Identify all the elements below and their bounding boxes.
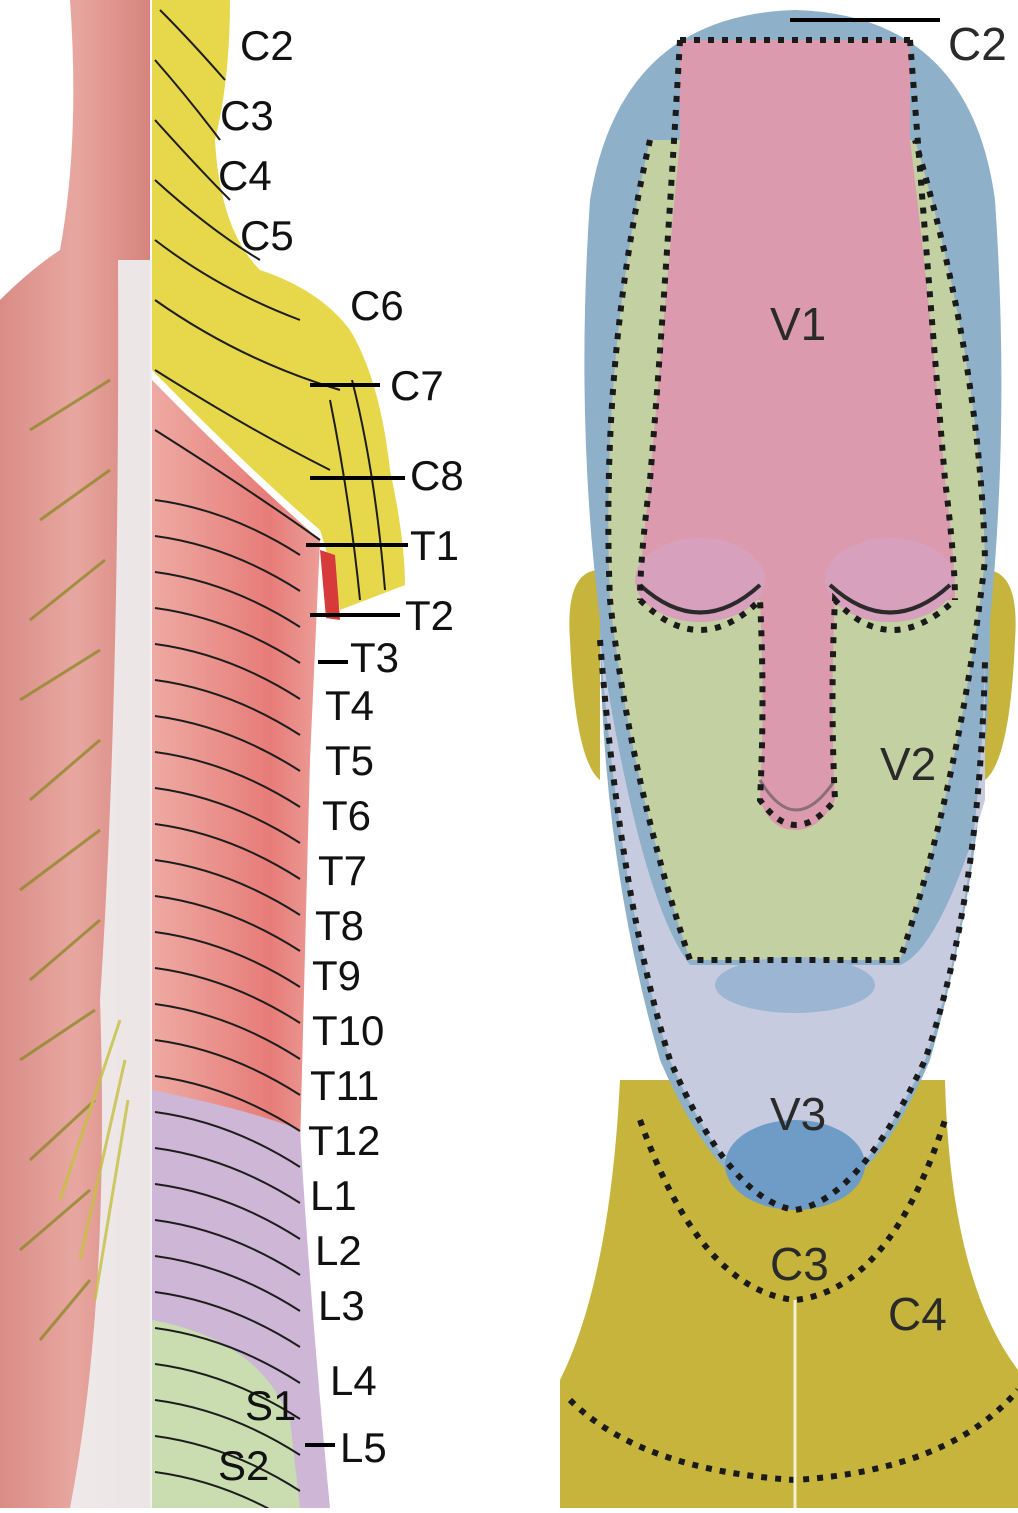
back-label-s2: S2 — [218, 1442, 269, 1489]
back-label-c4: C4 — [218, 152, 272, 199]
back-label-t5: T5 — [325, 737, 374, 784]
back-label-s1: S1 — [245, 1382, 296, 1429]
back-label-t10: T10 — [312, 1007, 384, 1054]
back-figure: C2C3C4C5C6C7C8T1T2T3T4T5T6T7T8T9T10T11T1… — [0, 0, 464, 1508]
back-label-t11: T11 — [310, 1062, 379, 1109]
right-eye — [825, 538, 955, 622]
face-label-v3: V3 — [770, 1088, 826, 1140]
face-label-v1: V1 — [770, 298, 826, 350]
face-label-c4: C4 — [888, 1288, 947, 1340]
back-label-t1: T1 — [410, 522, 459, 569]
back-label-l3: L3 — [318, 1282, 365, 1329]
left-ear — [569, 570, 600, 780]
back-label-t12: T12 — [308, 1117, 380, 1164]
face-label-v2: V2 — [880, 738, 936, 790]
back-label-t7: T7 — [318, 847, 367, 894]
face-figure: C2 V1 V2 V3 C3 C4 — [560, 10, 1018, 1508]
back-label-l2: L2 — [315, 1227, 362, 1274]
face-label-c2: C2 — [948, 18, 1007, 70]
mouth — [715, 957, 875, 1013]
back-label-c8: C8 — [410, 452, 464, 499]
face-label-c3: C3 — [770, 1238, 829, 1290]
back-label-l1: L1 — [310, 1172, 357, 1219]
back-label-t6: T6 — [322, 792, 371, 839]
back-label-c5: C5 — [240, 212, 294, 259]
back-label-t8: T8 — [315, 902, 364, 949]
back-label-c7: C7 — [390, 362, 444, 409]
back-label-c2: C2 — [240, 22, 294, 69]
back-label-t3: T3 — [350, 634, 399, 681]
back-label-l4: L4 — [330, 1357, 377, 1404]
back-label-t9: T9 — [312, 952, 361, 999]
back-label-c6: C6 — [350, 282, 404, 329]
back-label-l5: L5 — [340, 1424, 387, 1471]
back-label-t2: T2 — [405, 592, 454, 639]
back-label-t4: T4 — [325, 682, 374, 729]
back-label-c3: C3 — [220, 92, 274, 139]
